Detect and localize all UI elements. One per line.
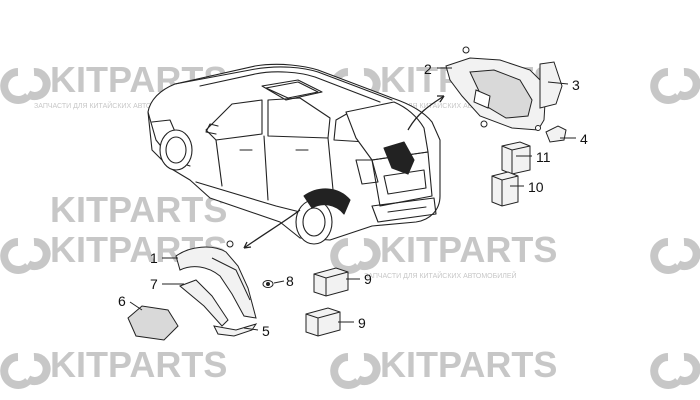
vehicle-illustration	[147, 63, 441, 245]
kitparts-logo-icon	[650, 353, 700, 389]
callout-7: 7	[150, 276, 158, 292]
kitparts-logo-icon	[0, 353, 51, 389]
part-3-trim-panel	[539, 61, 563, 109]
watermark-brand: KITPARTS	[50, 189, 227, 230]
part-8-clip	[262, 280, 274, 288]
part-2-trunk-side-trim	[445, 46, 547, 131]
watermark-brand: KITPARTS	[380, 344, 557, 385]
part-7-liner-panel	[179, 279, 229, 327]
part-4-clip	[535, 125, 567, 143]
arrow-head-icon	[243, 241, 252, 249]
callout-5: 5	[262, 323, 270, 339]
arrow-to-wheel-parts	[243, 209, 301, 249]
watermark-brand: KITPARTS	[50, 344, 227, 385]
watermark-7	[650, 238, 700, 274]
kitparts-logo-icon	[330, 353, 381, 389]
kitparts-logo-icon	[0, 68, 51, 104]
callout-labels: 2 3 4 11 10 1 7 8 9 9 6 5	[118, 61, 588, 339]
callout-2: 2	[424, 61, 432, 77]
part-9-insulation-block-upper	[313, 267, 349, 297]
callout-9-lower: 9	[358, 315, 366, 331]
callout-9-upper: 9	[364, 271, 372, 287]
kitparts-logo-icon	[650, 68, 700, 104]
pointer-arrows	[243, 95, 445, 249]
callout-4: 4	[580, 131, 588, 147]
part-1-wheel-arch-liner	[175, 240, 257, 319]
callout-1: 1	[150, 250, 158, 266]
kitparts-logo-icon	[330, 238, 381, 274]
watermark-tagline: ЗАПЧАСТИ ДЛЯ КИТАЙСКИХ АВТОМОБИЛЕЙ	[34, 101, 187, 110]
leader-lines	[129, 67, 576, 331]
watermark-tagline: ЗАПЧАСТИ ДЛЯ КИТАЙСКИХ АВТОМОБИЛЕЙ	[364, 271, 517, 280]
watermark-4: KITPARTS	[50, 189, 227, 230]
watermark-10	[650, 353, 700, 389]
watermark-6: KITPARTS ЗАПЧАСТИ ДЛЯ КИТАЙСКИХ АВТОМОБИ…	[330, 229, 557, 280]
callout-6: 6	[118, 293, 126, 309]
callout-10: 10	[528, 179, 544, 195]
watermark-8: KITPARTS	[0, 344, 227, 389]
part-11-insulation-pad	[501, 141, 531, 175]
watermark-3	[650, 68, 700, 104]
callout-11: 11	[536, 149, 551, 165]
kitparts-logo-icon	[0, 238, 51, 274]
callout-8: 8	[286, 273, 294, 289]
part-10-insulation-pad	[491, 171, 519, 207]
watermark-tagline: ЗАПЧАСТИ ДЛЯ КИТАЙСКИХ АВТОМОБИЛЕЙ	[364, 101, 517, 110]
kitparts-logo-icon	[650, 238, 700, 274]
arrow-to-trunk-parts	[407, 95, 445, 131]
part-9-insulation-block-lower	[305, 307, 341, 337]
watermark-layer: KITPARTS ЗАПЧАСТИ ДЛЯ КИТАЙСКИХ АВТОМОБИ…	[0, 59, 700, 389]
callout-3: 3	[572, 77, 580, 93]
part-6-insulation-pad	[127, 305, 179, 341]
part-5-liner-strip	[213, 323, 258, 337]
watermark-brand: KITPARTS	[380, 229, 557, 270]
watermark-9: KITPARTS	[330, 344, 557, 389]
arrow-head-icon	[437, 95, 445, 103]
